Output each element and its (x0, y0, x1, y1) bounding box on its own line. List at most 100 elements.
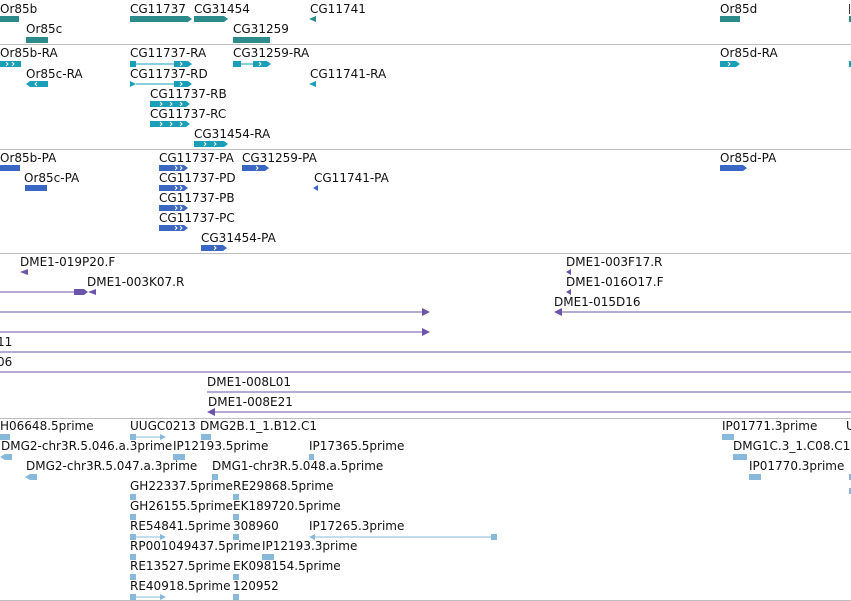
est-feature[interactable] (849, 474, 851, 494)
protein-feature[interactable] (159, 205, 188, 211)
gene-feature[interactable] (130, 16, 192, 22)
est-feature[interactable] (25, 474, 37, 480)
clone-feature[interactable] (0, 368, 851, 376)
protein-feature[interactable] (313, 185, 318, 191)
est-feature[interactable] (233, 514, 239, 520)
clone-end-feature[interactable] (566, 269, 571, 275)
clone-end-feature[interactable] (566, 289, 571, 295)
feature-label: CG11741-PA (314, 171, 389, 185)
est-feature[interactable] (173, 454, 185, 460)
gene-feature[interactable] (0, 16, 19, 22)
est-feature[interactable] (130, 533, 166, 541)
est-feature[interactable] (309, 533, 497, 541)
protein-feature[interactable] (159, 185, 188, 191)
feature-label: CG11737-RC (150, 107, 227, 121)
clone-feature[interactable] (554, 308, 851, 316)
feature-label: RE54841.5prime (130, 519, 231, 533)
transcript-feature[interactable] (233, 60, 271, 68)
feature-label: CG31259 (233, 22, 289, 36)
transcript-feature[interactable] (130, 81, 192, 87)
feature-label: GH26155.5prime (130, 499, 233, 513)
feature-label: CG11737-RD (130, 67, 208, 81)
feature-label: Or85c-PA (24, 171, 80, 185)
clone-feature[interactable] (0, 348, 851, 356)
est-feature[interactable] (722, 434, 734, 440)
transcript-feature[interactable] (309, 81, 316, 87)
protein-feature[interactable] (0, 165, 20, 171)
feature-label: CG31454 (194, 2, 250, 16)
est-feature[interactable] (233, 534, 239, 540)
clone-end-feature[interactable] (20, 269, 28, 275)
transcript-feature[interactable] (26, 81, 48, 87)
est-feature[interactable] (749, 474, 761, 480)
feature-label: UUGC0213 (130, 419, 196, 433)
transcript-feature[interactable] (130, 60, 192, 68)
clone-feature[interactable] (0, 308, 430, 316)
feature-label: RE40918.5prime (130, 579, 231, 593)
clone-feature[interactable] (207, 388, 851, 396)
transcript-feature[interactable] (150, 101, 190, 107)
gene-feature[interactable] (233, 37, 270, 43)
est-feature[interactable] (201, 434, 211, 440)
gene-feature[interactable] (309, 16, 316, 22)
transcript-feature[interactable] (0, 61, 21, 67)
est-feature[interactable] (130, 554, 136, 560)
clone-feature[interactable] (0, 288, 96, 296)
clone-feature[interactable] (0, 328, 430, 336)
protein-feature[interactable] (159, 225, 188, 231)
est-feature[interactable] (733, 454, 747, 460)
est-feature[interactable] (130, 494, 136, 500)
transcript-feature[interactable] (849, 61, 851, 67)
protein-feature[interactable] (25, 185, 47, 191)
protein-feature[interactable] (720, 165, 747, 171)
feature-label: 06 (0, 355, 13, 369)
feature-label: CG11737 (130, 2, 186, 16)
feature-label: DME1-008L01 (207, 375, 291, 389)
feature-label: CG11741 (310, 2, 366, 16)
protein-feature[interactable] (242, 165, 269, 171)
est-feature[interactable] (233, 594, 239, 600)
feature-label: DMG1C.3_1.C08.C1 (733, 439, 851, 453)
feature-label: Or85d-PA (720, 151, 777, 165)
gene-feature[interactable] (849, 16, 851, 22)
feature-label: Or85b-PA (0, 151, 57, 165)
feature-label: IP12193.3prime (262, 539, 358, 553)
est-feature[interactable] (262, 554, 274, 560)
edge-tick (849, 4, 850, 14)
track-divider (0, 418, 851, 419)
est-feature[interactable] (212, 474, 218, 480)
transcript-feature[interactable] (194, 141, 228, 147)
est-feature[interactable] (0, 454, 12, 460)
transcript-feature[interactable] (720, 61, 740, 67)
feature-label: CG31454-RA (194, 127, 271, 141)
transcript-feature[interactable] (150, 121, 190, 127)
feature-label: RP001049437.5prime (130, 539, 261, 553)
est-feature[interactable] (233, 574, 239, 580)
gene-feature[interactable] (194, 16, 228, 22)
est-feature[interactable] (130, 433, 166, 441)
est-feature[interactable] (233, 494, 239, 500)
feature-label: Or85c (26, 22, 63, 36)
est-feature[interactable] (130, 593, 166, 601)
est-feature[interactable] (130, 514, 136, 520)
clone-feature[interactable] (207, 408, 851, 416)
gene-feature[interactable] (720, 16, 740, 22)
feature-label: DMG2-chr3R.5.046.a.3prime (1, 439, 173, 453)
feature-label: 308960 (233, 519, 279, 533)
feature-label: DMG1-chr3R.5.048.a.5prime (212, 459, 384, 473)
est-feature[interactable] (130, 574, 136, 580)
protein-feature[interactable] (201, 245, 227, 251)
feature-label: Or85b (0, 2, 38, 16)
feature-label: DMG2B.1_1.B12.C1 (200, 419, 317, 433)
feature-label: Or85c-RA (26, 67, 83, 81)
est-feature[interactable] (309, 454, 314, 460)
feature-label: DME1-003F17.R (566, 255, 663, 269)
est-feature[interactable] (0, 434, 10, 440)
feature-label: DME1-019P20.F (20, 255, 116, 269)
feature-label: 120952 (233, 579, 279, 593)
gene-feature[interactable] (26, 37, 48, 43)
protein-feature[interactable] (159, 165, 188, 171)
track-divider (0, 149, 851, 150)
track-divider (0, 253, 851, 254)
